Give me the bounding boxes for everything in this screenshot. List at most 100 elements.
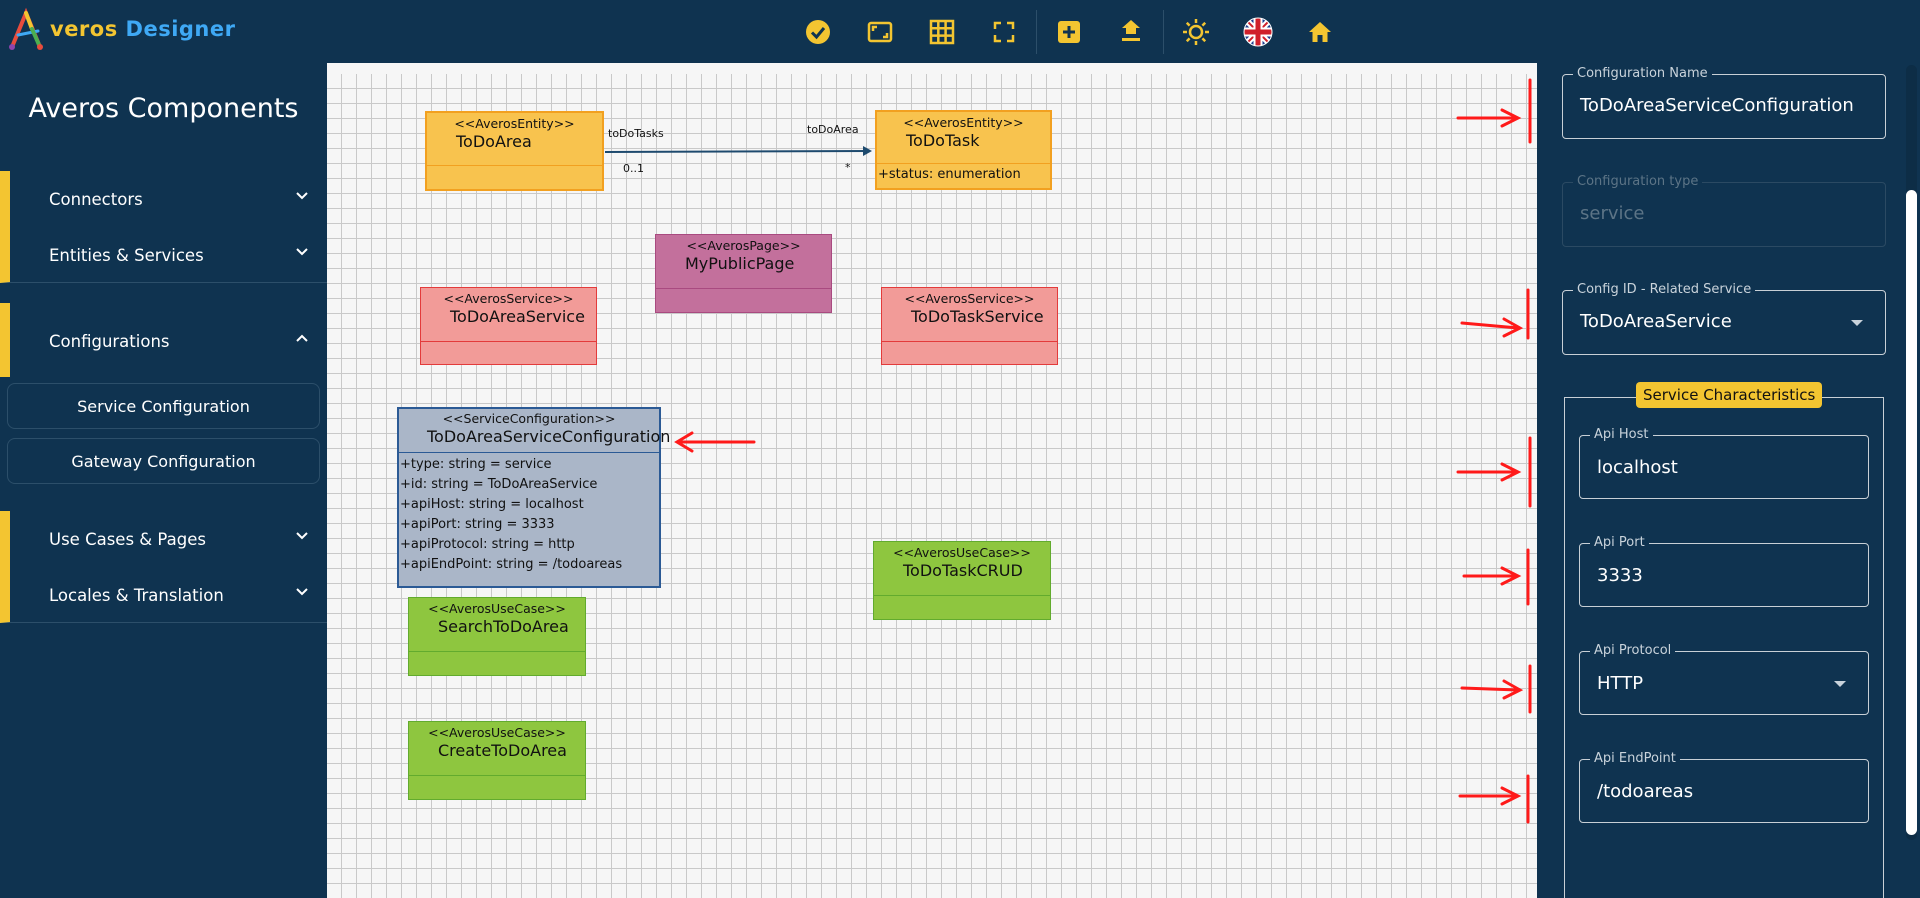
sidebar-group-1: Connectors Entities & Services <box>0 171 327 283</box>
components-sidebar: Averos Components Connectors Entities & … <box>0 63 327 898</box>
node-stereotype: <<ServiceConfiguration>> <box>442 411 616 426</box>
node-name: SearchToDoArea <box>438 617 569 636</box>
api-endpoint-field[interactable]: Api EndPoint /todoareas <box>1579 751 1869 823</box>
uk-flag-icon <box>1243 17 1273 47</box>
chevron-down-icon <box>296 532 308 540</box>
api-host-field[interactable]: Api Host localhost <box>1579 427 1869 499</box>
node-attribute: +apiProtocol: string = http <box>400 537 575 552</box>
averos-logo-icon <box>9 7 43 50</box>
node-name: MyPublicPage <box>685 254 795 273</box>
node-compartment <box>656 288 831 312</box>
node-compartment <box>421 341 596 364</box>
toolbar-divider-2 <box>1163 10 1164 54</box>
node-stereotype: <<AverosPage>> <box>686 238 801 253</box>
node-name: CreateToDoArea <box>438 741 567 760</box>
section-title-badge: Service Characteristics <box>1636 382 1823 408</box>
field-value: ToDoAreaService <box>1580 311 1732 332</box>
sidebar-item-label: Use Cases & Pages <box>49 529 206 549</box>
config-node-todoareaserviceconfiguration[interactable]: <<ServiceConfiguration>> ToDoAreaService… <box>397 407 670 588</box>
configuration-name-field[interactable]: Configuration Name ToDoAreaServiceConfig… <box>1562 66 1886 139</box>
api-port-field[interactable]: Api Port 3333 <box>1579 535 1869 607</box>
service-node-todotaskservice[interactable]: <<AverosService>> ToDoTaskService <box>881 287 1058 365</box>
sidebar-item-use-cases-pages[interactable]: Use Cases & Pages <box>10 511 337 567</box>
field-label: Config ID - Related Service <box>1573 282 1756 298</box>
sidebar-item-label: Entities & Services <box>49 245 204 265</box>
logo-text-part1: veros <box>50 17 118 41</box>
node-compartment: +status: enumeration <box>877 163 1050 188</box>
chevron-down-icon <box>296 248 308 256</box>
field-label: Api Port <box>1590 535 1649 551</box>
field-value: HTTP <box>1597 673 1644 694</box>
usecase-node-searchtodoarea[interactable]: <<AverosUseCase>> SearchToDoArea <box>408 597 586 676</box>
node-name: ToDoArea <box>456 132 532 151</box>
relation-multiplicity-left: 0..1 <box>623 162 644 175</box>
sidebar-title: Averos Components <box>28 93 299 124</box>
relation-label-todoarea: toDoArea <box>807 123 859 136</box>
sidebar-group-3: Use Cases & Pages Locales & Translation <box>0 511 327 623</box>
node-stereotype: <<AverosService>> <box>904 291 1035 306</box>
toolbar-divider <box>1036 10 1037 54</box>
field-label: Api Protocol <box>1590 643 1676 659</box>
toggle-grid-button[interactable] <box>922 12 962 52</box>
aspect-ratio-icon <box>867 21 893 43</box>
check-circle-icon <box>806 20 830 44</box>
node-attribute: +apiEndPoint: string = /todoareas <box>400 557 623 572</box>
usecase-node-todotaskcrud[interactable]: <<AverosUseCase>> ToDoTaskCRUD <box>873 541 1051 620</box>
node-name: ToDoTask <box>906 131 980 150</box>
panel-scrollbar-thumb[interactable] <box>1906 190 1917 835</box>
sidebar-item-label: Connectors <box>49 189 143 209</box>
diagram-canvas[interactable]: toDoTasks toDoArea 0..1 * <<AverosEntity… <box>327 74 1537 898</box>
entity-node-todotask[interactable]: <<AverosEntity>> ToDoTask +status: enume… <box>875 110 1052 190</box>
node-attribute: +apiHost: string = localhost <box>400 497 584 512</box>
service-node-todoareaservice[interactable]: <<AverosService>> ToDoAreaService <box>420 287 597 365</box>
node-name: ToDoAreaService <box>450 307 585 326</box>
chevron-down-icon <box>296 192 308 200</box>
sidebar-item-configurations[interactable]: Configurations <box>10 313 337 369</box>
sidebar-item-entities-services[interactable]: Entities & Services <box>10 227 337 283</box>
grid-icon <box>929 19 955 45</box>
node-compartment <box>409 775 585 799</box>
entity-node-todoarea[interactable]: <<AverosEntity>> ToDoArea <box>425 111 604 191</box>
relation-edge[interactable] <box>327 74 1537 898</box>
dropdown-arrow-icon <box>1834 681 1846 687</box>
usecase-node-createtodoarea[interactable]: <<AverosUseCase>> CreateToDoArea <box>408 721 586 800</box>
fullscreen-button[interactable] <box>984 12 1024 52</box>
page-node-mypublicpage[interactable]: <<AverosPage>> MyPublicPage <box>655 234 832 313</box>
validate-button[interactable] <box>798 12 838 52</box>
upload-button[interactable] <box>1111 12 1151 52</box>
config-id-select[interactable]: Config ID - Related Service ToDoAreaServ… <box>1562 282 1886 355</box>
node-compartment <box>409 651 585 675</box>
node-compartment <box>427 165 602 189</box>
api-protocol-select[interactable]: Api Protocol HTTP <box>1579 643 1869 715</box>
sidebar-group-2: Configurations <box>0 303 327 377</box>
sidebar-item-locales-translation[interactable]: Locales & Translation <box>10 567 337 623</box>
node-compartment <box>882 341 1057 364</box>
home-icon <box>1309 22 1331 42</box>
app-logo[interactable]: veros Designer <box>8 4 236 54</box>
dropdown-arrow-icon <box>1851 320 1863 326</box>
node-stereotype: <<AverosEntity>> <box>454 116 575 131</box>
sidebar-item-label: Locales & Translation <box>49 585 224 605</box>
node-separator <box>399 452 659 453</box>
node-name: ToDoTaskCRUD <box>903 561 1023 580</box>
sidebar-item-label: Configurations <box>49 331 170 351</box>
language-button[interactable] <box>1238 12 1278 52</box>
sidebar-subitem-gateway-configuration[interactable]: Gateway Configuration <box>7 438 320 484</box>
home-button[interactable] <box>1300 12 1340 52</box>
fit-view-button[interactable] <box>860 12 900 52</box>
node-attribute: +id: string = ToDoAreaService <box>400 477 598 492</box>
sidebar-subitem-service-configuration[interactable]: Service Configuration <box>7 383 320 429</box>
theme-toggle-button[interactable] <box>1176 12 1216 52</box>
add-component-button[interactable] <box>1049 12 1089 52</box>
sun-icon <box>1183 19 1209 45</box>
node-stereotype: <<AverosUseCase>> <box>893 545 1031 560</box>
node-stereotype: <<AverosUseCase>> <box>428 725 566 740</box>
node-stereotype: <<AverosUseCase>> <box>428 601 566 616</box>
field-value: ToDoAreaServiceConfiguration <box>1580 95 1854 116</box>
sidebar-item-connectors[interactable]: Connectors <box>10 171 337 227</box>
field-value: 3333 <box>1597 565 1643 586</box>
field-label: Configuration Name <box>1573 66 1712 82</box>
field-value: localhost <box>1597 457 1678 478</box>
chevron-up-icon <box>296 334 308 342</box>
top-bar: veros Designer <box>0 0 1920 63</box>
